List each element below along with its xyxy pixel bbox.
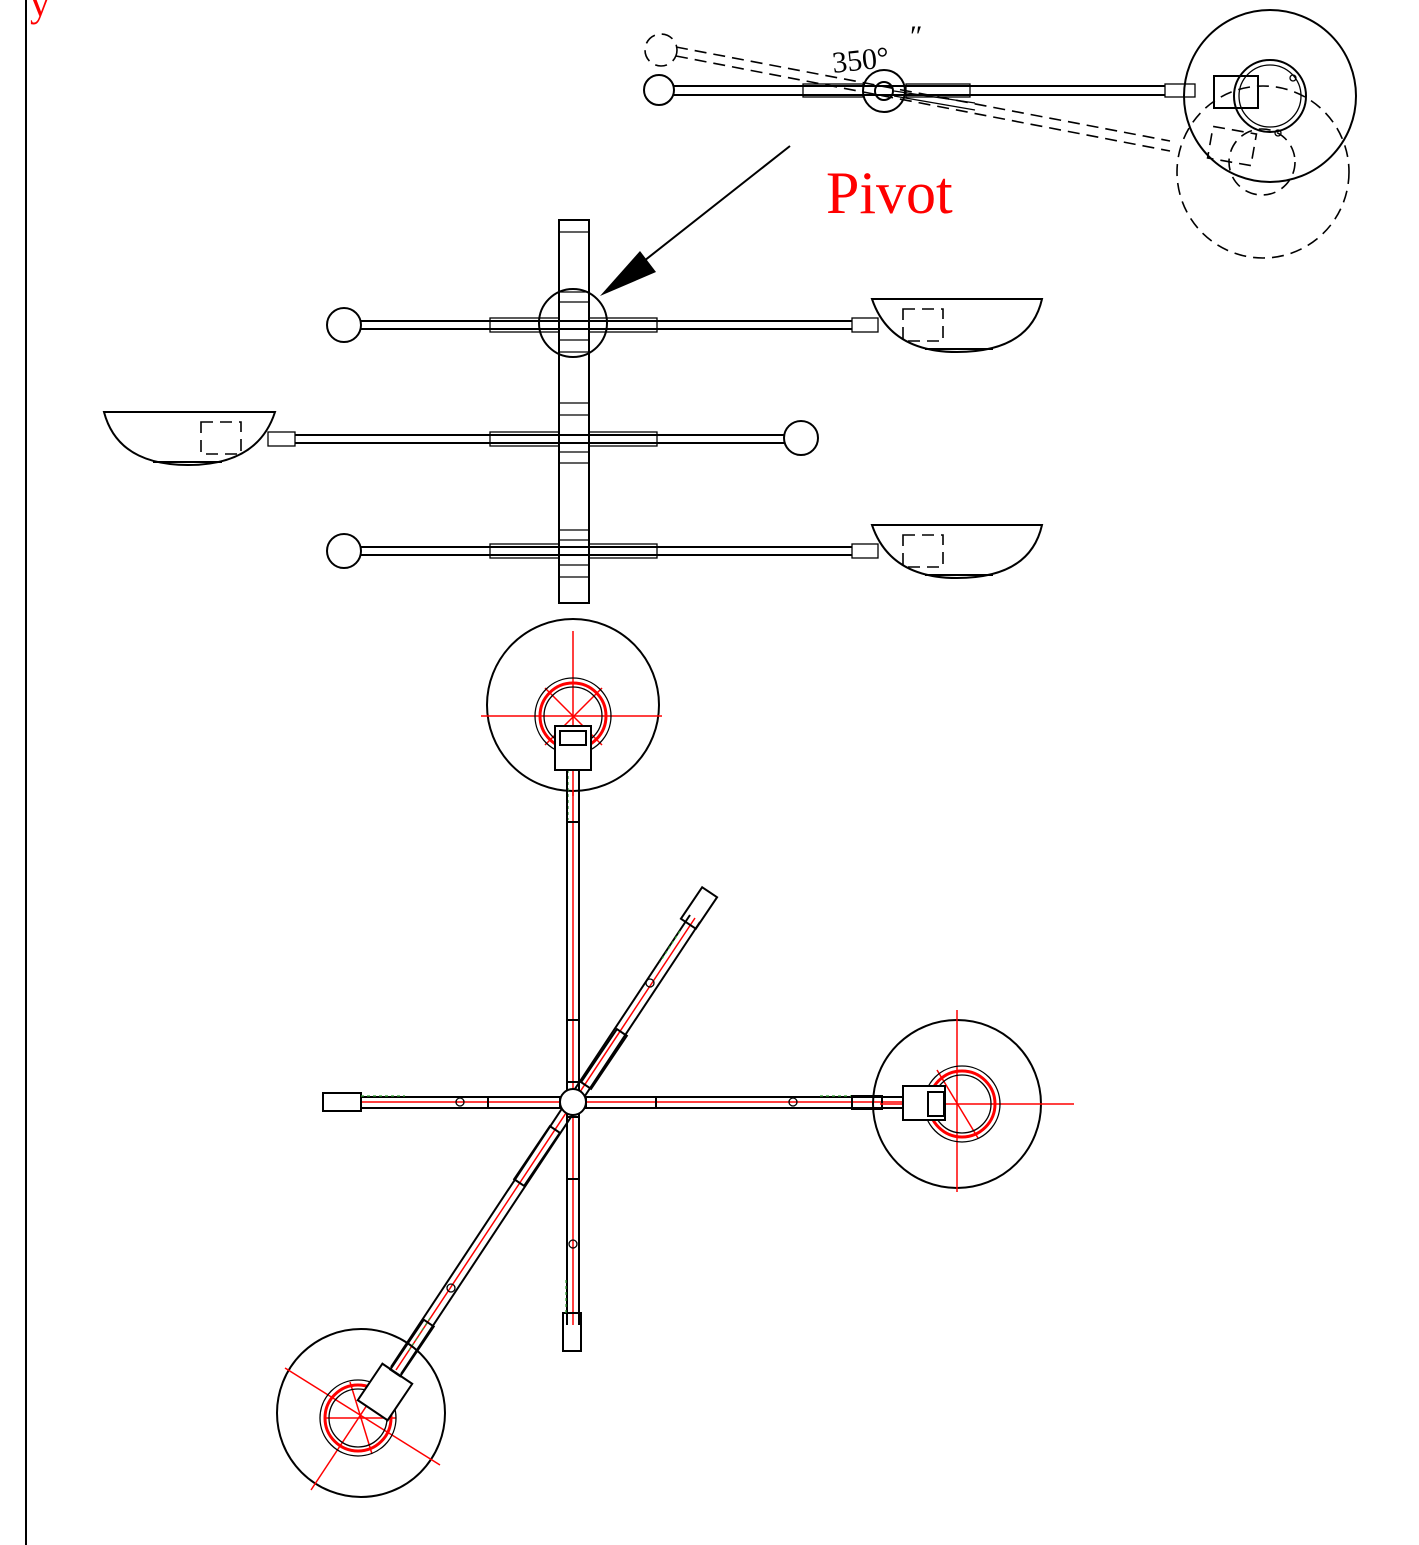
arm1-shade <box>870 298 1044 354</box>
ghost-shade-outer <box>1176 85 1350 259</box>
rotation-pivot-outer <box>862 69 906 113</box>
knob <box>643 74 675 106</box>
pivot-label: Pivot <box>826 160 953 226</box>
rotation-pivot-inner <box>874 81 894 101</box>
angle-tick-mark: ″ <box>910 20 923 53</box>
plan-diagonal-socket <box>679 885 719 931</box>
plan-shade-bottom-left <box>276 1318 446 1498</box>
pivot-leader-line <box>629 145 791 273</box>
plan-shade-right <box>872 1010 1074 1192</box>
plan-left-socket <box>322 1092 362 1112</box>
shade-outer <box>1183 9 1357 183</box>
arm2-shade <box>102 411 277 467</box>
front-elevation-view <box>102 219 1044 604</box>
plan-hub <box>559 1088 587 1116</box>
rotation-angle-label: 350° <box>830 41 890 80</box>
shade-ring <box>1233 59 1307 133</box>
center-column <box>558 219 590 604</box>
socket <box>1213 75 1259 109</box>
ghost-knob <box>644 33 678 67</box>
arm1-knob <box>326 307 362 343</box>
arm3-knob <box>326 533 362 569</box>
plan-shade-top <box>481 618 662 823</box>
plan-view <box>276 618 1074 1498</box>
rotation-view: 350° ″ <box>643 9 1357 259</box>
pivot-arrowhead <box>600 251 656 296</box>
arm3-shade <box>870 524 1044 580</box>
ghost-shade-inner <box>1228 128 1296 196</box>
plan-bottom-socket <box>562 1312 582 1352</box>
caption-fragment: y <box>30 0 50 25</box>
arm2-knob <box>783 420 819 456</box>
pivot-circle <box>538 288 608 358</box>
